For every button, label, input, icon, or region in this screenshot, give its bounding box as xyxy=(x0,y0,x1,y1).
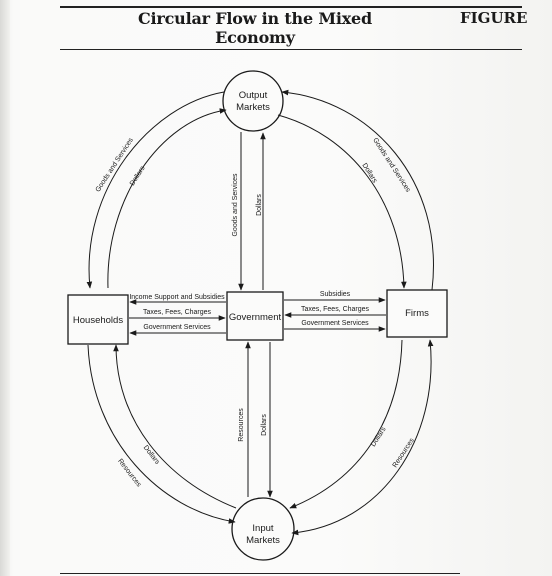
arrow-resources-to-input-markets xyxy=(87,344,236,523)
label-firms-gov-services: Government Services xyxy=(301,320,369,327)
label-hh-taxes: Taxes, Fees, Charges xyxy=(143,309,212,316)
label-gov-goods: Goods and Services xyxy=(232,173,239,237)
input-markets-label-line2: Markets xyxy=(246,535,280,546)
header-top-rule xyxy=(60,6,522,8)
label-firms-dollars: Dollars xyxy=(360,162,378,185)
label-firms-goods: Goods and Services xyxy=(371,137,411,194)
arrow-goods-to-output-markets xyxy=(281,91,434,291)
government-label: Government xyxy=(229,312,282,323)
firms-label: Firms xyxy=(405,308,429,319)
arrow-dollars-to-input-markets xyxy=(289,339,403,509)
households-label: Households xyxy=(73,315,123,326)
footer-rule xyxy=(60,573,460,574)
figure-title: Circular Flow in the Mixed Economy xyxy=(137,9,373,47)
input-markets-label-line1: Input xyxy=(252,523,273,534)
firms-node xyxy=(386,289,448,338)
government-node xyxy=(226,291,284,341)
label-subsidies: Subsidies xyxy=(320,291,351,298)
label-gov-dollars-down: Dollars xyxy=(261,414,268,436)
output-markets-label-line1: Output xyxy=(239,90,268,101)
output-markets-label-line2: Markets xyxy=(236,102,270,113)
arrow-dollars-to-firms xyxy=(277,114,405,289)
label-income-support: Income Support and Subsidies xyxy=(129,294,225,301)
label-hh-dollars: Dollars xyxy=(129,165,147,188)
book-spine-shadow xyxy=(0,0,10,576)
output-markets-node xyxy=(222,70,284,132)
arrow-resources-to-firms xyxy=(291,339,432,534)
arrow-dollars-to-output-markets xyxy=(107,109,227,289)
header-bottom-rule xyxy=(60,49,522,50)
label-gov-dollars-up: Dollars xyxy=(256,194,263,216)
label-hh-in-resources: Resources xyxy=(116,458,142,489)
households-node xyxy=(67,294,129,345)
label-firms-in-resources: Resources xyxy=(392,437,416,469)
label-gov-resources: Resources xyxy=(238,408,245,442)
label-firms-taxes: Taxes, Fees, Charges xyxy=(301,306,370,313)
label-hh-goods: Goods and Services xyxy=(95,136,135,193)
input-markets-node xyxy=(231,497,295,561)
label-firms-in-dollars: Dollars xyxy=(370,426,388,449)
figure-label: FIGURE xyxy=(460,9,528,27)
label-hh-gov-services: Government Services xyxy=(143,324,211,331)
